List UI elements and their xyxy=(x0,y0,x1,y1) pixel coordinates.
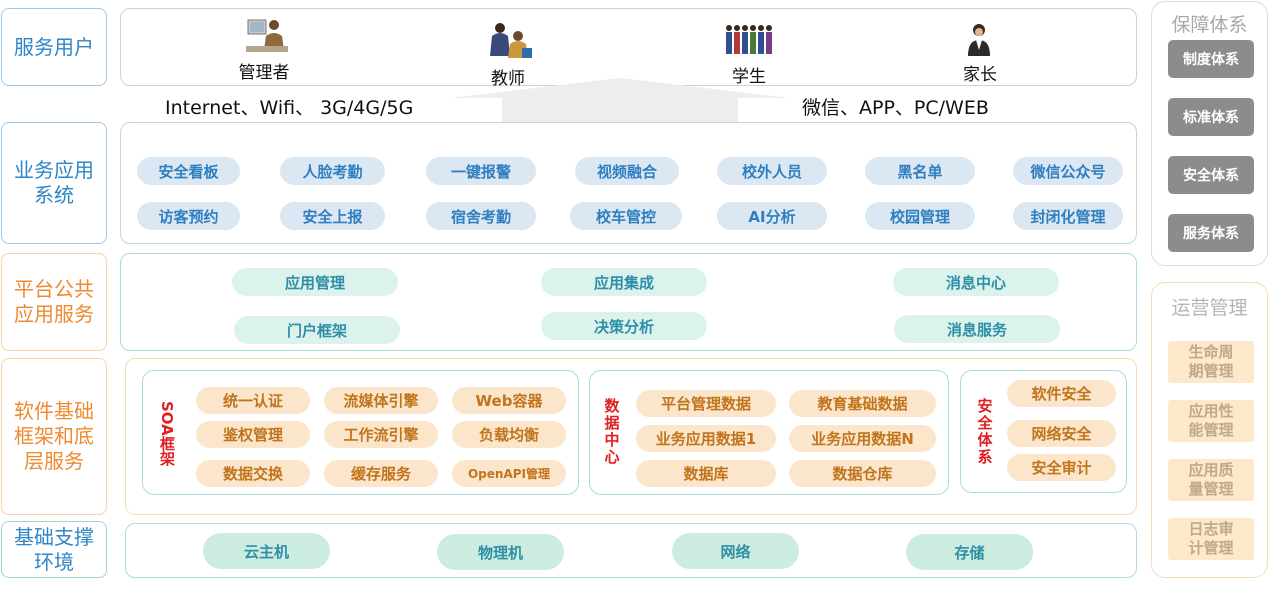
data-center-title: 数据中心 xyxy=(604,397,620,466)
soa-pill[interactable]: 工作流引擎 xyxy=(324,421,438,448)
security-pill[interactable]: 软件安全 xyxy=(1007,380,1116,407)
operations-item[interactable]: 应用性能管理 xyxy=(1168,400,1254,442)
app-pill[interactable]: 访客预约 xyxy=(137,202,240,230)
soa-pill[interactable]: Web容器 xyxy=(452,387,566,414)
soa-pill[interactable]: 鉴权管理 xyxy=(196,421,310,448)
data-pill[interactable]: 数据仓库 xyxy=(789,460,936,487)
network-right-label: 微信、APP、PC/WEB xyxy=(802,97,989,119)
infra-pill[interactable]: 物理机 xyxy=(437,534,564,570)
user-teacher-name: 教师 xyxy=(491,69,525,89)
platform-pill[interactable]: 消息服务 xyxy=(894,315,1060,343)
app-pill[interactable]: 封闭化管理 xyxy=(1013,202,1123,230)
users-panel xyxy=(120,8,1137,86)
soa-pill[interactable]: 流媒体引擎 xyxy=(324,387,438,414)
data-pill[interactable]: 教育基础数据 xyxy=(789,390,936,417)
network-left-label: Internet、Wifi、 3G/4G/5G xyxy=(165,97,414,119)
user-student-name: 学生 xyxy=(732,67,766,87)
platform-pill[interactable]: 决策分析 xyxy=(541,312,707,340)
app-pill[interactable]: 校车管控 xyxy=(570,202,682,230)
operations-item[interactable]: 日志审计管理 xyxy=(1168,518,1254,560)
students-icon xyxy=(726,25,772,54)
soa-pill[interactable]: 负载均衡 xyxy=(452,421,566,448)
operations-item[interactable]: 生命周期管理 xyxy=(1168,341,1254,383)
infra-pill[interactable]: 云主机 xyxy=(203,533,330,569)
app-pill[interactable]: 微信公众号 xyxy=(1013,157,1123,185)
data-pill[interactable]: 业务应用数据1 xyxy=(636,425,776,452)
app-pill[interactable]: AI分析 xyxy=(717,202,827,230)
app-pill[interactable]: 安全上报 xyxy=(280,202,385,230)
infra-pill[interactable]: 存储 xyxy=(906,534,1033,570)
platform-pill[interactable]: 消息中心 xyxy=(893,268,1059,296)
teacher-icon xyxy=(490,23,532,58)
app-pill[interactable]: 宿舍考勤 xyxy=(426,202,536,230)
soa-pill[interactable]: 数据交换 xyxy=(196,460,310,487)
app-pill[interactable]: 校外人员 xyxy=(717,157,827,185)
app-pill[interactable]: 一键报警 xyxy=(426,157,536,185)
soa-pill[interactable]: 缓存服务 xyxy=(324,460,438,487)
app-pill[interactable]: 黑名单 xyxy=(865,157,975,185)
soa-pill[interactable]: 统一认证 xyxy=(196,387,310,414)
data-pill[interactable]: 数据库 xyxy=(636,460,776,487)
user-parent-name: 家长 xyxy=(963,65,997,85)
label-software-framework: 软件基础框架和底层服务 xyxy=(1,358,107,515)
label-service-users: 服务用户 xyxy=(1,8,107,86)
app-pill[interactable]: 安全看板 xyxy=(137,157,240,185)
guarantee-item[interactable]: 标准体系 xyxy=(1168,98,1254,136)
security-pill[interactable]: 网络安全 xyxy=(1007,420,1116,447)
parent-icon xyxy=(968,24,990,56)
guarantee-title: 保障体系 xyxy=(1171,14,1248,36)
user-manager-name: 管理者 xyxy=(238,63,290,83)
manager-icon xyxy=(246,19,288,52)
guarantee-item[interactable]: 安全体系 xyxy=(1168,156,1254,194)
label-infrastructure: 基础支撑环境 xyxy=(1,521,107,578)
app-pill[interactable]: 人脸考勤 xyxy=(280,157,385,185)
label-platform-services: 平台公共应用服务 xyxy=(1,253,107,351)
security-title: 安全体系 xyxy=(977,397,993,466)
soa-title: SOA框架 xyxy=(158,400,176,466)
label-business-apps: 业务应用系统 xyxy=(1,122,107,244)
guarantee-item[interactable]: 服务体系 xyxy=(1168,214,1254,252)
operations-item[interactable]: 应用质量管理 xyxy=(1168,459,1254,501)
platform-pill[interactable]: 应用集成 xyxy=(541,268,707,296)
data-pill[interactable]: 业务应用数据N xyxy=(789,425,936,452)
operations-title: 运营管理 xyxy=(1171,297,1248,319)
app-pill[interactable]: 视频融合 xyxy=(575,157,679,185)
soa-pill[interactable]: OpenAPI管理 xyxy=(452,460,566,487)
data-pill[interactable]: 平台管理数据 xyxy=(636,390,776,417)
app-pill[interactable]: 校园管理 xyxy=(865,202,975,230)
platform-pill[interactable]: 门户框架 xyxy=(234,316,400,344)
security-pill[interactable]: 安全审计 xyxy=(1007,454,1116,481)
infra-pill[interactable]: 网络 xyxy=(672,533,799,569)
guarantee-item[interactable]: 制度体系 xyxy=(1168,40,1254,78)
platform-pill[interactable]: 应用管理 xyxy=(232,268,398,296)
